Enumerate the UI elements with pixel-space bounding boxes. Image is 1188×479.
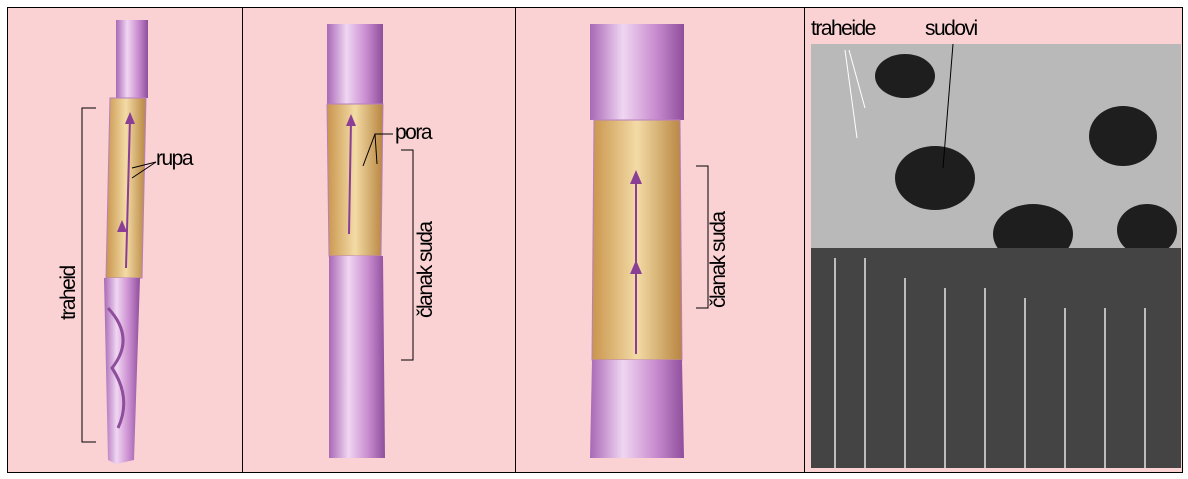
panel-micrograph: traheide sudovi <box>804 7 1183 473</box>
vessel-member-bracket <box>401 150 413 360</box>
vessel-lumen <box>1089 106 1157 166</box>
longitudinal-fibres <box>811 248 1181 468</box>
vessel-cut-open <box>327 104 383 256</box>
label-sudovi: sudovi <box>925 18 977 39</box>
vessel-wall-bottom <box>329 256 385 458</box>
tracheid-wall-bottom <box>104 278 140 464</box>
label-vessel-member: članak suda <box>708 212 729 308</box>
vessel-illustration <box>516 8 805 473</box>
panel-tracheid: rupa traheid <box>7 7 243 473</box>
sem-micrograph <box>805 8 1183 473</box>
label-pora: pora <box>395 122 431 143</box>
vessel-wall-top <box>327 24 383 104</box>
panel-vessel-member-pores: pora članak suda <box>242 7 516 473</box>
vessel-wall-bottom <box>590 360 684 458</box>
label-rupa: rupa <box>156 148 192 169</box>
vessel-lumen <box>895 146 975 210</box>
label-traheid: traheid <box>58 266 79 320</box>
tracheid-illustration <box>8 8 243 473</box>
xylem-figure: rupa traheid <box>7 7 1183 473</box>
panel-vessel-member: članak suda <box>515 7 805 473</box>
tracheid-wall-top <box>116 20 148 98</box>
tracheid-bracket <box>82 108 96 442</box>
label-traheide: traheide <box>811 18 875 39</box>
vessel-lumen <box>875 54 935 98</box>
vessel-wall-top <box>590 24 684 120</box>
label-vessel-member: članak suda <box>415 222 436 318</box>
vessel-illustration <box>243 8 516 473</box>
